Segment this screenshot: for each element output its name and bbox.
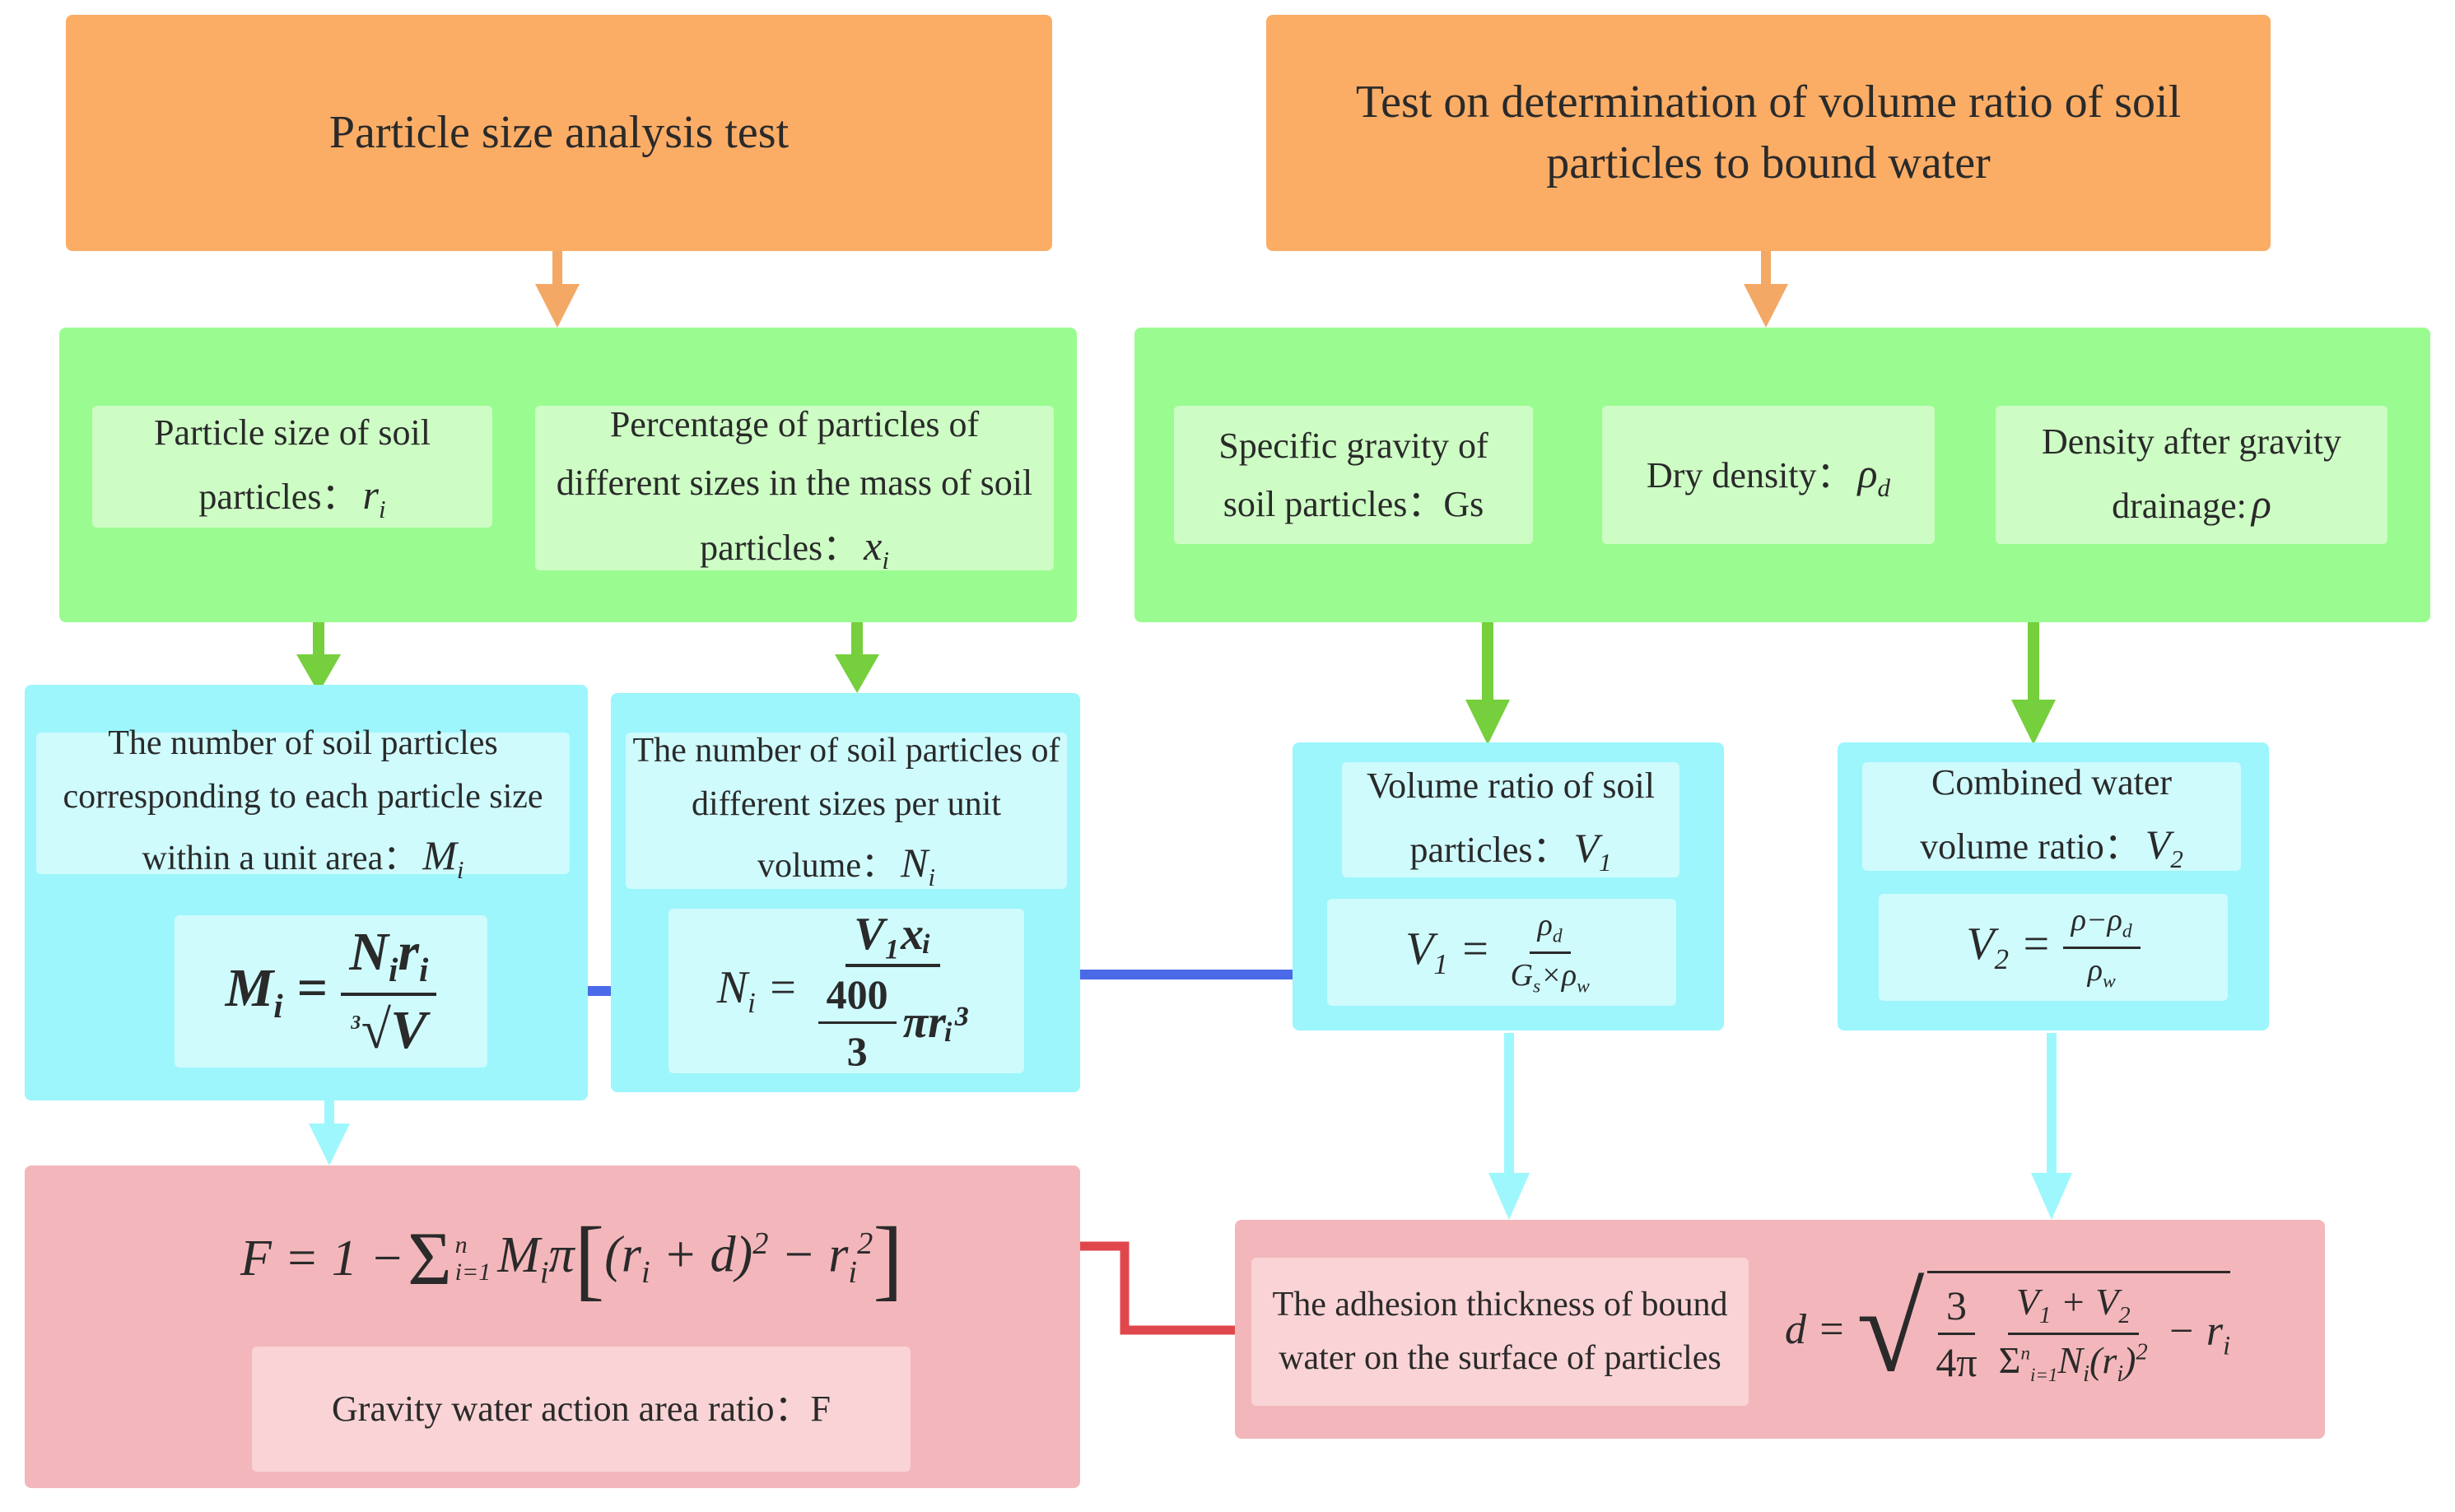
percentage-box: Percentage of particles of different siz…: [535, 404, 1054, 575]
arrow-particle-test-down: [535, 251, 580, 328]
ni-label-box: The number of soil particles of differen…: [626, 731, 1067, 892]
arrow-green-right-1: [1465, 621, 1510, 745]
dry-density-var: ρd: [1857, 450, 1891, 503]
specific-gravity-box: Specific gravity of soil particles：Gs: [1174, 406, 1533, 544]
particle-size-label: Particle size of soil particles：: [153, 412, 431, 518]
particle-size-box: Particle size of soil particles：ri: [92, 406, 492, 528]
v2-label-box: Combined water volume ratio：V2: [1862, 761, 2241, 874]
v1-box: Volume ratio of soil particles：V1 V1 = ρ…: [1293, 742, 1724, 1030]
ni-label: The number of soil particles of differen…: [632, 731, 1060, 886]
arrow-green-left-2: [835, 621, 879, 693]
adhesion-label: The adhesion thickness of bound water on…: [1272, 1285, 1728, 1377]
percentage-label: Percentage of particles of different siz…: [556, 404, 1033, 568]
dry-density-box: Dry density：ρd: [1602, 406, 1935, 544]
green-right-container: Specific gravity of soil particles：Gs Dr…: [1134, 328, 2430, 622]
gravity-label-box: Gravity water action area ratio：F: [252, 1347, 911, 1472]
v2-box: Combined water volume ratio：V2 V2 = ρ−ρd…: [1838, 742, 2269, 1030]
particle-size-analysis-test-title: Particle size analysis test: [328, 106, 790, 158]
mi-formula: Mi = Niri 3√V: [175, 915, 487, 1068]
v2-label: Combined water volume ratio：: [1920, 761, 2173, 868]
mi-box: The number of soil particles correspondi…: [25, 685, 588, 1100]
volume-ratio-test-box: Test on determination of volume ratio of…: [1266, 15, 2271, 251]
particle-size-analysis-test-box: Particle size analysis test: [66, 15, 1052, 251]
arrow-volume-test-down: [1744, 251, 1788, 328]
arrow-cyan-v1-down: [1488, 1033, 1530, 1220]
density-gravity-label: Density after gravity drainage:: [2041, 421, 2342, 527]
d-formula: d = √ 3 4π V1 + V2 Σni=1Ni(ri)2 − ri: [1785, 1261, 2231, 1398]
specific-gravity-label: Specific gravity of soil particles：Gs: [1218, 425, 1488, 524]
mi-label: The number of soil particles correspondi…: [63, 723, 543, 878]
v1-label: Volume ratio of soil particles：: [1367, 765, 1655, 871]
adhesion-box: The adhesion thickness of bound water on…: [1235, 1220, 2325, 1439]
mi-var: Mi: [422, 832, 464, 885]
mi-label-box: The number of soil particles correspondi…: [36, 724, 570, 884]
arrow-green-left-1: [296, 621, 341, 693]
v1-formula: V1 = ρd Gs×ρw: [1327, 899, 1676, 1006]
arrow-cyan-mi-down: [309, 1099, 350, 1165]
gravity-label: Gravity water action area ratio：F: [332, 1389, 831, 1430]
ni-formula: Ni = V₁xᵢ 400 3 πrᵢ³: [668, 909, 1024, 1074]
dry-density-label: Dry density：: [1646, 455, 1853, 496]
particle-size-var: ri: [362, 472, 386, 524]
percentage-var: xi: [864, 522, 889, 575]
arrow-green-right-2: [2011, 621, 2056, 745]
v1-var: V1: [1573, 825, 1612, 877]
density-gravity-box: Density after gravity drainage:ρ: [1996, 406, 2387, 544]
ni-box: The number of soil particles of differen…: [611, 693, 1080, 1092]
v1-label-box: Volume ratio of soil particles：V1: [1342, 762, 1679, 877]
volume-ratio-test-title: Test on determination of volume ratio of…: [1355, 76, 2182, 188]
green-left-container: Particle size of soil particles：ri Perce…: [59, 328, 1077, 622]
density-gravity-var: ρ: [2251, 481, 2271, 528]
ni-var: Ni: [901, 840, 935, 892]
v2-var: V2: [2145, 821, 2183, 874]
adhesion-label-box: The adhesion thickness of bound water on…: [1251, 1258, 1749, 1406]
arrow-cyan-v2-down: [2031, 1033, 2072, 1220]
v2-formula: V2 = ρ−ρd ρw: [1879, 894, 2228, 1001]
